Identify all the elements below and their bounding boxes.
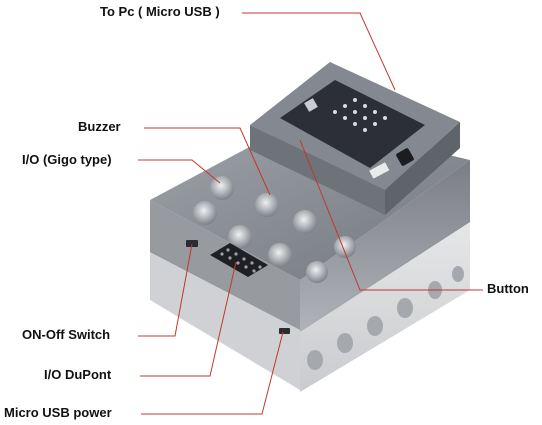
microbit-housing-side (385, 122, 460, 215)
leader-lines (138, 12, 483, 415)
on-off-switch-slot (186, 240, 198, 247)
label-to-pc: To Pc ( Micro USB ) (100, 4, 220, 19)
micro-usb-power-port (279, 328, 290, 334)
case-side-ports (307, 266, 464, 370)
case-shell-left-face (150, 200, 300, 330)
label-io-gigo: I/O (Gigo type) (22, 152, 112, 167)
leader-line-io-dupont (140, 261, 237, 377)
leader-line-to-pc (242, 12, 396, 91)
leader-line-button (299, 139, 483, 291)
leader-line-buzzer (144, 127, 271, 196)
board-sticker (369, 162, 390, 179)
microbit-housing-front (250, 125, 385, 215)
device-case (150, 62, 470, 392)
board-push-button (396, 148, 414, 166)
label-io-dupont: I/O DuPont (44, 367, 112, 382)
label-button: Button (487, 281, 529, 296)
leader-line-on-off (138, 243, 193, 337)
leader-line-usb-power (141, 331, 284, 415)
microbit-led-matrix (333, 98, 387, 132)
case-base-left-face (150, 250, 300, 390)
case-shell-right-face (300, 160, 470, 332)
dupont-header (210, 243, 268, 277)
gigo-connectors (193, 176, 356, 283)
label-micro-usb-power: Micro USB power (4, 405, 112, 420)
board-buzzer (304, 98, 318, 112)
label-on-off-switch: ON-Off Switch (22, 327, 111, 342)
label-buzzer: Buzzer (78, 119, 121, 134)
microbit-board (280, 80, 425, 168)
leader-line-io-gigo (138, 159, 221, 184)
